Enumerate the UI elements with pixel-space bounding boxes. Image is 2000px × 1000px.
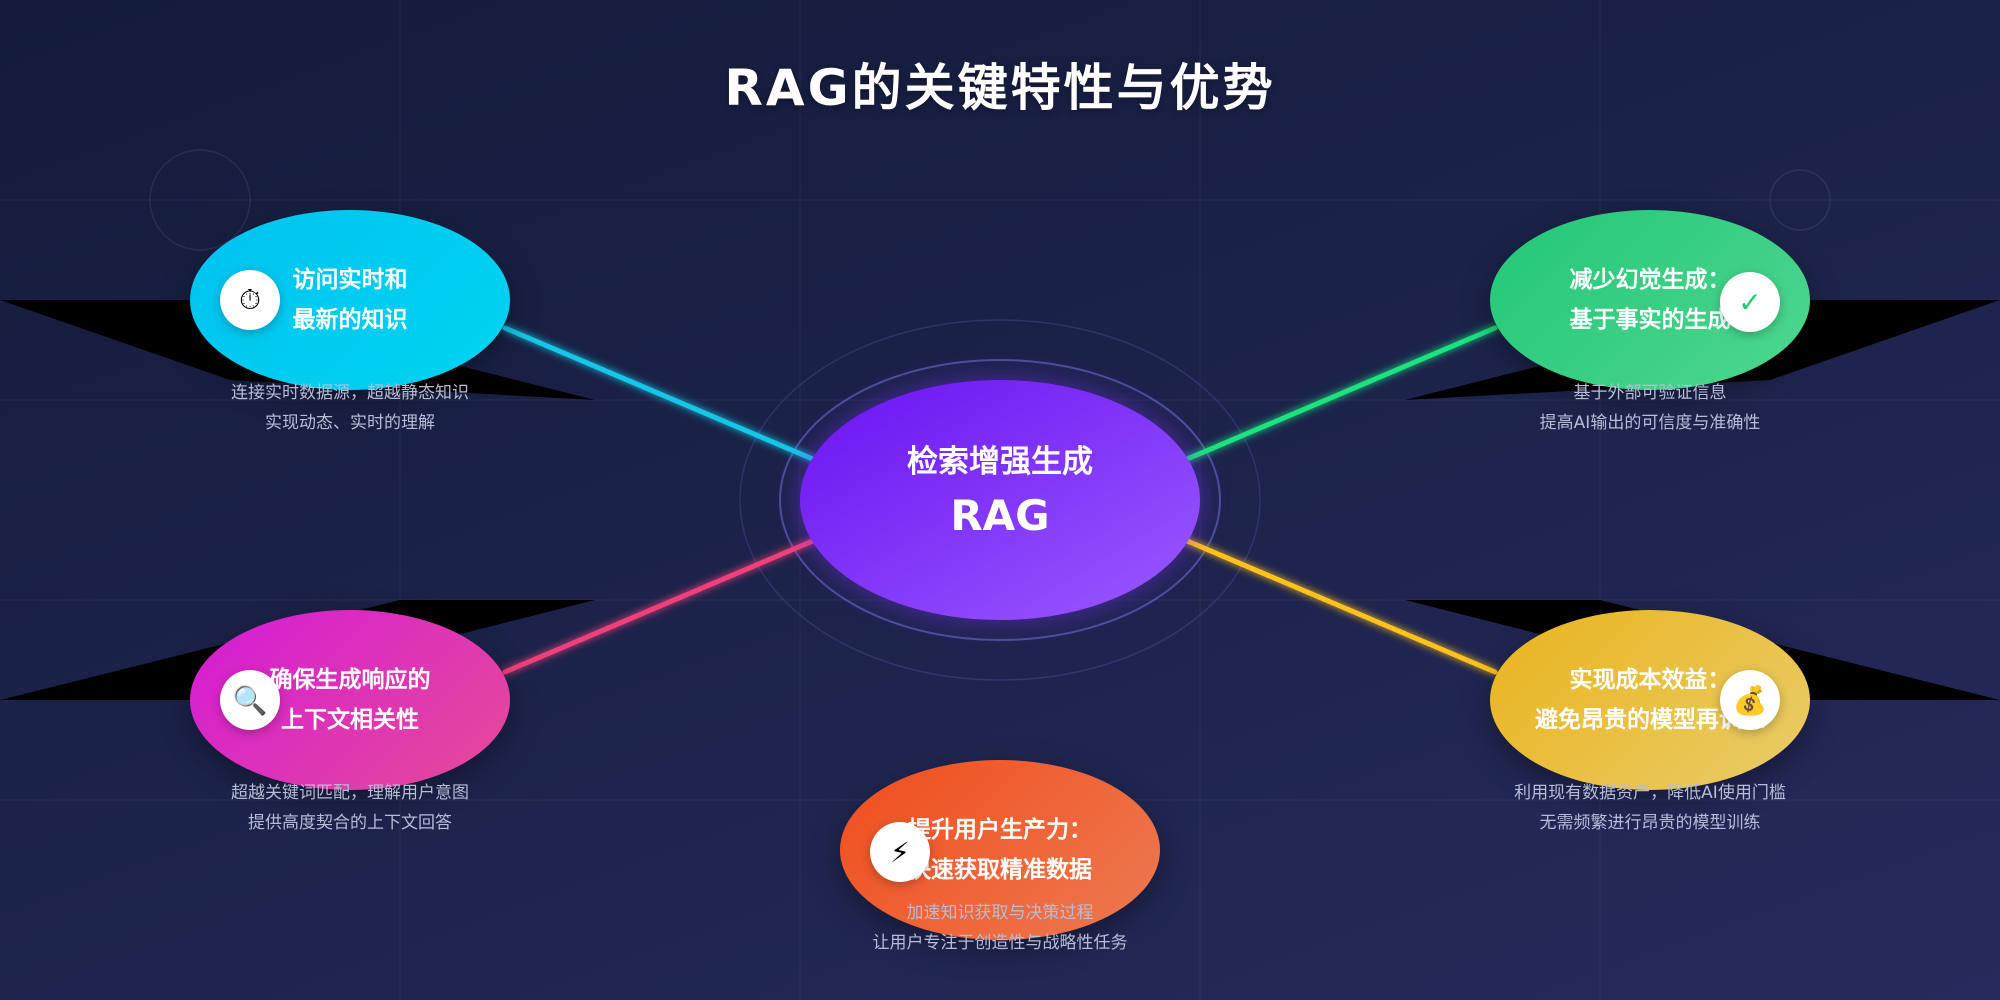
feature-title-productivity: 提升用户生产力： 快速获取精准数据 <box>908 817 1092 883</box>
connector-realtime <box>502 325 818 463</box>
lightning-icon: ⚡ <box>870 822 930 882</box>
center-label: 检索增强生成 <box>907 444 1093 480</box>
feature-desc-realtime: 连接实时数据源，超越静态知识 实现动态、实时的理解 <box>231 383 469 433</box>
decor-circle <box>1769 169 1831 231</box>
connector-context <box>502 537 818 675</box>
feature-title-context: 确保生成响应的 上下文相关性 <box>269 667 431 733</box>
center-sublabel: RAG <box>950 491 1050 540</box>
center-ring-outer <box>739 319 1261 681</box>
feature-desc-context: 超越关键词匹配，理解用户意图 提供高度契合的上下文回答 <box>231 783 469 833</box>
stopwatch-icon: ⏱ <box>220 270 280 330</box>
connector-cost <box>1182 537 1498 675</box>
magnifier-icon: 🔍 <box>220 670 280 730</box>
center-node <box>800 380 1200 620</box>
checkmark-icon: ✓ <box>1720 272 1780 332</box>
feature-desc-productivity: 加速知识获取与决策过程 让用户专注于创造性与战略性任务 <box>872 903 1128 953</box>
page-title: RAG的关键特性与优势 <box>724 59 1276 117</box>
decor-circle <box>149 149 251 251</box>
connector-hallucination <box>1182 325 1498 463</box>
feature-desc-hallucination: 基于外部可验证信息 提高AI输出的可信度与准确性 <box>1539 383 1761 433</box>
feature-desc-cost: 利用现有数据资产，降低AI使用门槛 无需频繁进行昂贵的模型训练 <box>1514 783 1786 833</box>
feature-title-hallucination: 减少幻觉生成： 基于事实的生成 <box>1569 267 1731 333</box>
feature-title-realtime: 访问实时和 最新的知识 <box>292 267 408 333</box>
money-bag-icon: 💰 <box>1720 670 1780 730</box>
center-ring-inner <box>779 359 1221 641</box>
